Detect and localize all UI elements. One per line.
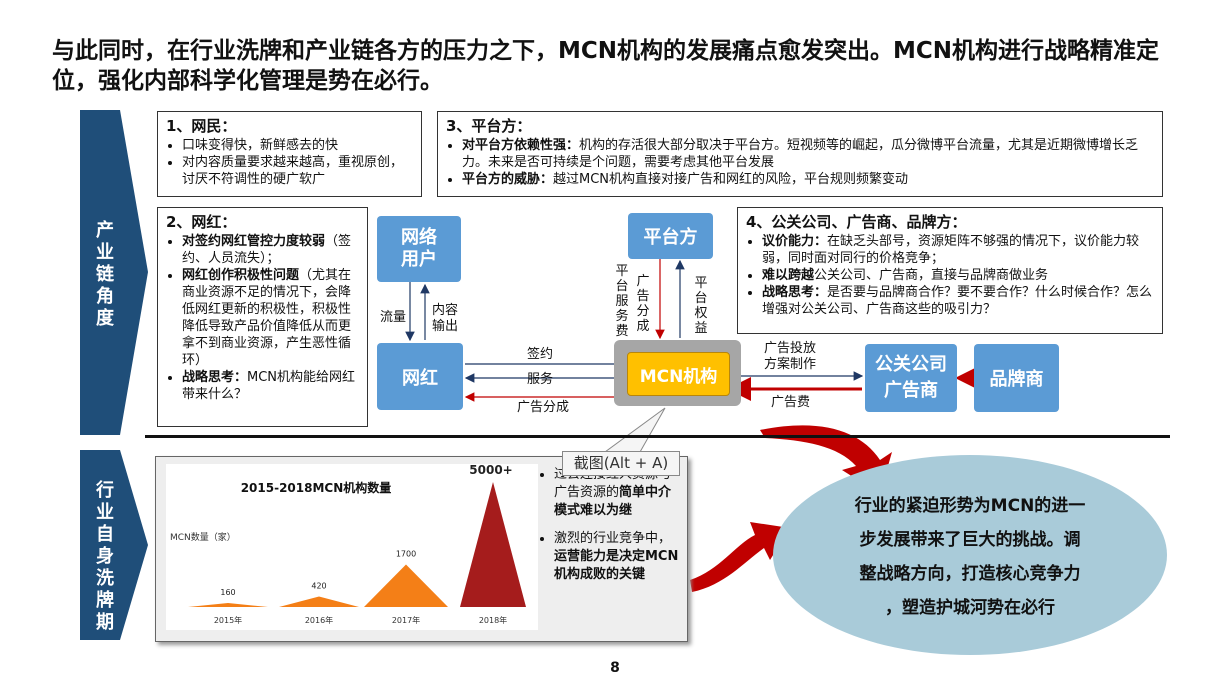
page-number: 8 bbox=[610, 660, 620, 676]
chart-peak bbox=[188, 603, 268, 607]
netizen-box: 1、网民： 口味变得快，新鲜感去的快 对内容质量要求越来越高，重视原创，讨厌不符… bbox=[157, 111, 422, 197]
chart-value-label: 1700 bbox=[396, 550, 416, 559]
conclusion-line-2: 步发展带来了巨大的挑战。调 bbox=[859, 530, 1081, 550]
advertiser-item-3: 战略思考：是否要与品牌商合作？要不要合作？什么时候合作？怎么增强对公关公司、广告… bbox=[762, 284, 1154, 318]
curve-arrow-bottom bbox=[690, 522, 790, 592]
chart-peak bbox=[460, 482, 526, 607]
tooltip-pointer bbox=[603, 407, 666, 453]
chart-x-tick: 2018年 bbox=[479, 615, 507, 625]
sidebar-chain-chevron: 产业链角度 bbox=[80, 110, 148, 435]
conclusion-line-3: 整战略方向，打造核心竞争力 bbox=[859, 564, 1081, 584]
chart-x-tick: 2017年 bbox=[392, 615, 420, 625]
advertiser-item-2: 难以跨越公关公司、广告商，直接与品牌商做业务 bbox=[762, 267, 1154, 284]
chart-peak bbox=[364, 564, 448, 607]
chart-peak bbox=[279, 596, 359, 607]
industry-bullets: 过去连接红人资源与广告资源的简单中介模式难以为继 激烈的行业竞争中，运营能力是决… bbox=[540, 466, 680, 594]
netizen-item-2: 对内容质量要求越来越高，重视原创，讨厌不符调性的硬广软广 bbox=[182, 154, 413, 188]
ad-share-up-label: 广告分成 bbox=[636, 274, 650, 334]
advertiser-heading: 4、公关公司、广告商、品牌方： bbox=[746, 213, 967, 231]
platform-node: 平台方 bbox=[628, 213, 713, 259]
sidebar-chain-label: 产业链角度 bbox=[80, 220, 130, 330]
chart-value-label: 160 bbox=[220, 588, 235, 597]
section-divider bbox=[145, 435, 1170, 438]
netizen-heading: 1、网民： bbox=[166, 117, 237, 135]
influencer-item-1: 对签约网红管控力度较弱（签约、人员流失）； bbox=[182, 233, 359, 267]
platform-fee-label: 平台服务费 bbox=[615, 264, 629, 339]
screenshot-tooltip: 截图(Alt + A) bbox=[562, 451, 680, 476]
netizen-node: 网络用户 bbox=[377, 216, 461, 282]
chart-x-tick: 2016年 bbox=[305, 615, 333, 625]
advertiser-item-1: 议价能力：在缺乏头部号，资源矩阵不够强的情况下，议价能力较弱，同时面对同行的价格… bbox=[762, 233, 1154, 267]
ad-delivery-label: 广告投放方案制作 bbox=[764, 341, 817, 372]
page-title: 与此同时，在行业洗牌和产业链各方的压力之下，MCN机构的发展痛点愈发突出。MCN… bbox=[52, 38, 1160, 94]
influencer-item-2: 网红创作积极性问题（尤其在商业资源不足的情况下，会降低网红更新的积极性，积极性降… bbox=[182, 267, 359, 369]
ad-share-label: 广告分成 bbox=[517, 400, 570, 415]
brand-node: 品牌商 bbox=[974, 344, 1059, 412]
platform-item-2: 平台方的威胁：越过MCN机构直接对接广告和网红的风险，平台规则频繁变动 bbox=[462, 171, 1154, 188]
chart-value-label: 5000+ bbox=[469, 464, 512, 477]
platform-box: 3、平台方： 对平台方依赖性强：机构的存活很大部分取决于平台方。短视频等的崛起，… bbox=[437, 111, 1163, 197]
chart-ylabel: MCN数量（家） bbox=[170, 531, 236, 543]
traffic-label: 流量 bbox=[380, 310, 407, 325]
platform-rights-label: 平台权益 bbox=[694, 276, 708, 336]
service-label: 服务 bbox=[527, 372, 554, 387]
influencer-box: 2、网红： 对签约网红管控力度较弱（签约、人员流失）； 网红创作积极性问题（尤其… bbox=[157, 207, 368, 427]
conclusion-ellipse: 行业的紧迫形势为MCN的进一 步发展带来了巨大的挑战。调 整战略方向，打造核心竞… bbox=[773, 455, 1167, 655]
sidebar-industry-text: 行业自身洗牌期 bbox=[96, 480, 114, 633]
chart-title: 2015-2018MCN机构数量 bbox=[241, 480, 392, 495]
netizen-item-1: 口味变得快，新鲜感去的快 bbox=[182, 137, 413, 154]
ad-fee-label: 广告费 bbox=[771, 395, 811, 410]
conclusion-line-4: ，塑造护城河势在必行 bbox=[885, 598, 1055, 618]
chart-x-tick: 2015年 bbox=[214, 615, 242, 625]
chart-value-label: 420 bbox=[311, 582, 326, 591]
industry-bullet-2: 激烈的行业竞争中，运营能力是决定MCN机构成败的关键 bbox=[554, 530, 680, 584]
conclusion-line-1: 行业的紧迫形势为MCN的进一 bbox=[854, 496, 1086, 516]
mcn-node: MCN机构 bbox=[627, 352, 730, 396]
influencer-node: 网红 bbox=[377, 343, 463, 410]
sidebar-industry-chevron: 行业自身洗牌期 bbox=[80, 450, 148, 640]
platform-item-1: 对平台方依赖性强：机构的存活很大部分取决于平台方。短视频等的崛起，瓜分微博平台流… bbox=[462, 137, 1154, 171]
advertiser-box: 4、公关公司、广告商、品牌方： 议价能力：在缺乏头部号，资源矩阵不够强的情况下，… bbox=[737, 207, 1163, 334]
pr-node: 公关公司广告商 bbox=[865, 344, 957, 412]
sidebar-chain-text: 产业链角度 bbox=[96, 220, 114, 329]
sign-label: 签约 bbox=[527, 347, 554, 362]
influencer-heading: 2、网红： bbox=[166, 213, 237, 231]
platform-heading: 3、平台方： bbox=[446, 117, 532, 135]
sidebar-industry-label: 行业自身洗牌期 bbox=[80, 480, 130, 634]
mcn-count-chart: 2015-2018MCN机构数量 MCN数量（家） 160 2015年 420 201… bbox=[166, 464, 538, 630]
influencer-item-3: 战略思考：MCN机构能给网红带来什么？ bbox=[182, 369, 359, 403]
content-label: 内容输出 bbox=[432, 303, 459, 334]
